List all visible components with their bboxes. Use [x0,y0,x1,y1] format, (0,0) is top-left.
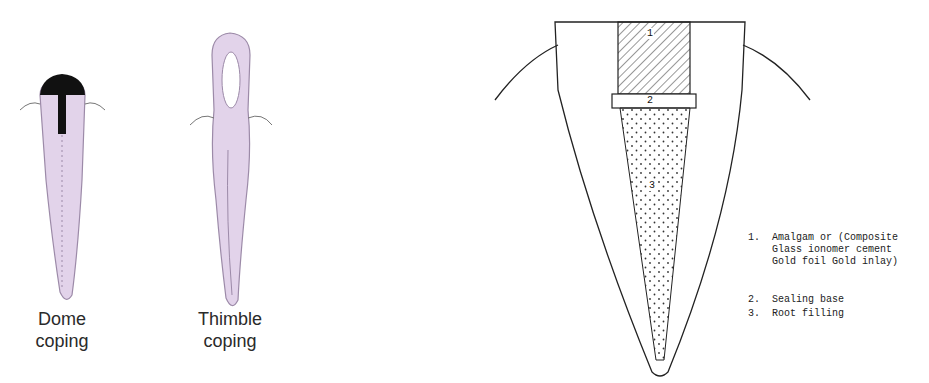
list-number: 2. [748,294,760,306]
thimble-coping-tooth [190,33,272,306]
figure-caption: Dome coping [14,308,110,352]
root-filled-tooth [495,22,810,376]
list-text: Root filling [772,308,912,320]
figure-caption: Thimble coping [170,308,290,352]
list-number: 1. [748,232,760,244]
callout-number: 2 [646,95,654,106]
callout-number: 3 [648,180,656,191]
callout-number: 1 [646,28,654,39]
list-number: 3. [748,308,760,320]
dome-coping-tooth [20,74,105,299]
list-text: Sealing base [772,294,912,306]
list-text: Amalgam or (Composite Glass ionomer ceme… [772,232,907,268]
